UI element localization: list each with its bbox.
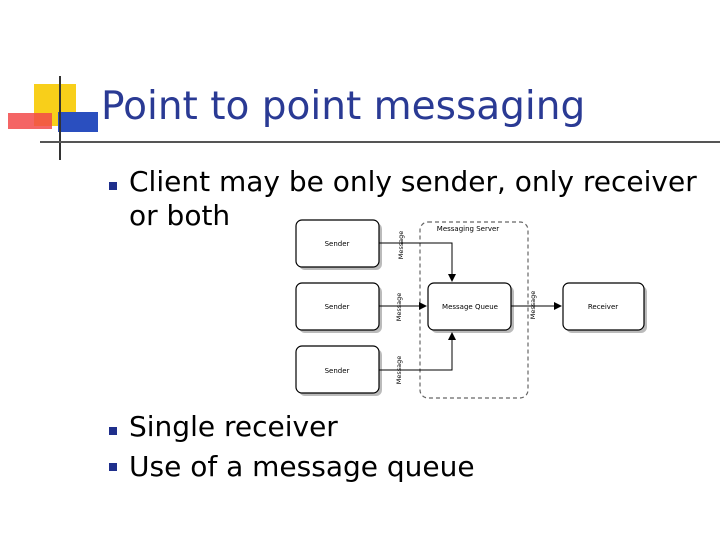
sender-box-3: Sender — [295, 345, 382, 396]
sender-1-arrow — [379, 242, 456, 282]
decor-blue-square — [58, 112, 98, 132]
slide-title: Point to point messaging — [101, 84, 586, 129]
bullet-3-text: Use of a message queue — [129, 450, 475, 483]
message-label-1: Message — [397, 231, 405, 260]
sender-label-1: Sender — [325, 240, 350, 248]
bullet-marker-2 — [109, 427, 117, 435]
message-label-2: Message — [395, 293, 403, 322]
message-queue-label: Message Queue — [442, 303, 498, 311]
bullet-1-line-1: Client may be only sender, only receiver — [129, 165, 697, 198]
title-underline — [40, 141, 720, 143]
messaging-server-label: Messaging Server — [437, 225, 500, 233]
message-label-4: Message — [529, 291, 537, 320]
bullet-1-line-2: or both — [129, 199, 231, 232]
receiver-box: Receiver — [562, 282, 647, 333]
decor-red-bar — [8, 113, 52, 129]
receiver-label: Receiver — [588, 303, 618, 311]
messaging-server-box — [419, 221, 529, 399]
bullet-2-text: Single receiver — [129, 410, 338, 443]
bullet-marker-3 — [109, 463, 117, 471]
sender-label-3: Sender — [325, 367, 350, 375]
bullet-marker-1 — [109, 182, 117, 190]
sender-3-arrow — [379, 332, 456, 371]
message-queue-box: Message Queue — [427, 282, 514, 333]
decor-vertical-line — [59, 76, 61, 160]
sender-box-2: Sender — [295, 282, 382, 333]
sender-label-2: Sender — [325, 303, 350, 311]
message-label-3: Message — [395, 356, 403, 385]
messaging-diagram: Messaging Server Sender Sender Sender Me… — [295, 219, 647, 399]
sender-box-1: Sender — [295, 219, 382, 270]
